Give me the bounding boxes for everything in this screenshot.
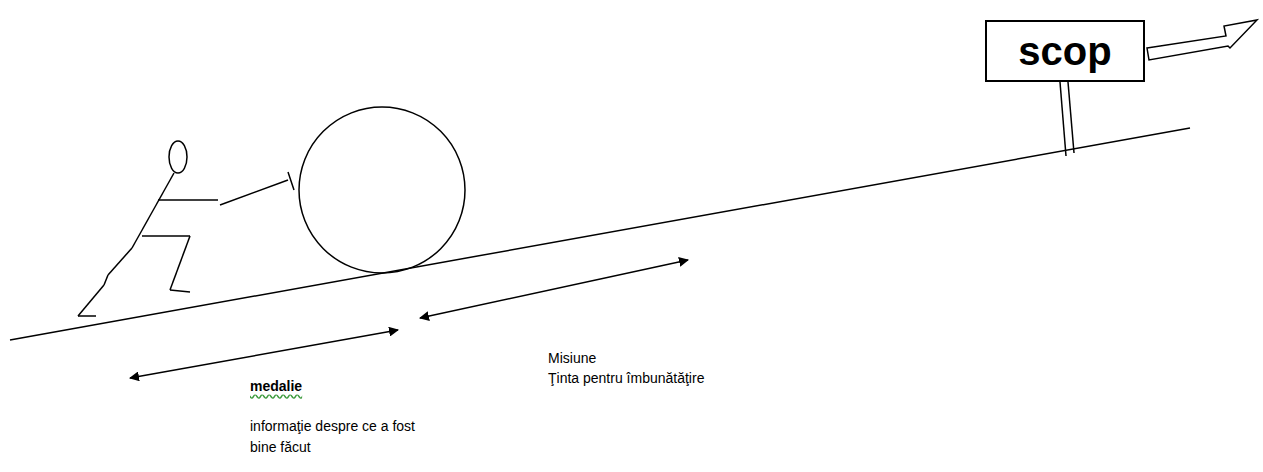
span-arrow [130,330,398,378]
direction-arrow [1147,20,1257,60]
sign-post [1060,82,1066,156]
ball [299,107,465,273]
label-text: Ţinta pentru îmbunătăţire [548,368,704,389]
label-heading: medalie [250,376,302,397]
sign-box: scop [985,20,1145,82]
sign-post [1068,82,1074,153]
label-text: informaţie despre ce a fost bine făcut [250,416,440,458]
label-text: Misiune [548,348,596,369]
stick-figure [78,141,294,316]
slope-line [10,128,1190,340]
span-arrow [420,260,688,318]
sign-text: scop [1018,31,1111,71]
